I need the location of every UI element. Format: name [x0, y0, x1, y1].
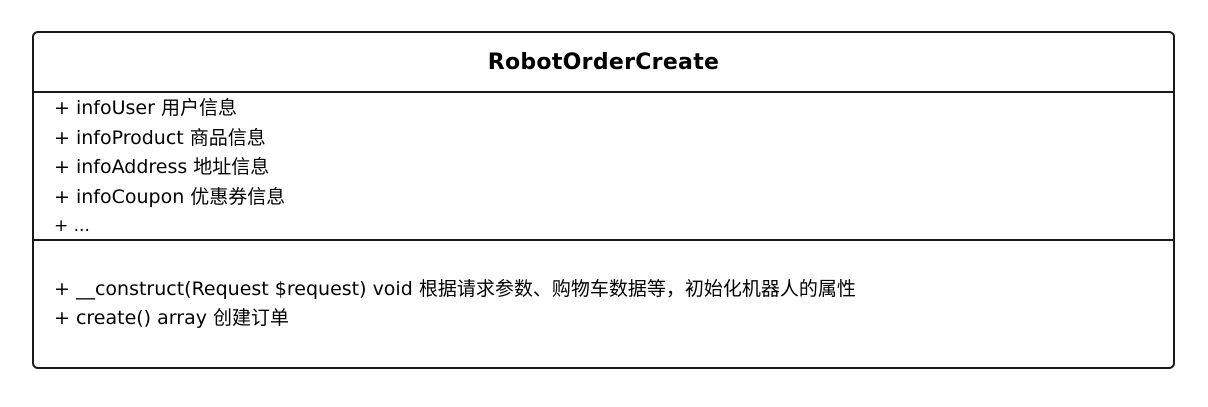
uml-class-box[interactable]: RobotOrderCreate + infoUser 用户信息 + infoP… — [32, 31, 1175, 369]
attribute-ellipsis: + ... — [54, 216, 90, 236]
operations-section: + __construct(Request $request) void 根据请… — [34, 243, 1173, 367]
operation-construct: + __construct(Request $request) void 根据请… — [54, 278, 856, 300]
attribute-info-product: + infoProduct 商品信息 — [54, 126, 266, 149]
attributes-section: + infoUser 用户信息 + infoProduct 商品信息 + inf… — [34, 93, 1173, 241]
operation-create: + create() array 创建订单 — [54, 307, 289, 329]
class-name: RobotOrderCreate — [487, 49, 720, 75]
attribute-info-address: + infoAddress 地址信息 — [54, 156, 270, 178]
class-name-section: RobotOrderCreate — [34, 33, 1173, 93]
attribute-info-coupon: + infoCoupon 优惠券信息 — [54, 185, 286, 208]
attribute-info-user: + infoUser 用户信息 — [54, 97, 237, 119]
